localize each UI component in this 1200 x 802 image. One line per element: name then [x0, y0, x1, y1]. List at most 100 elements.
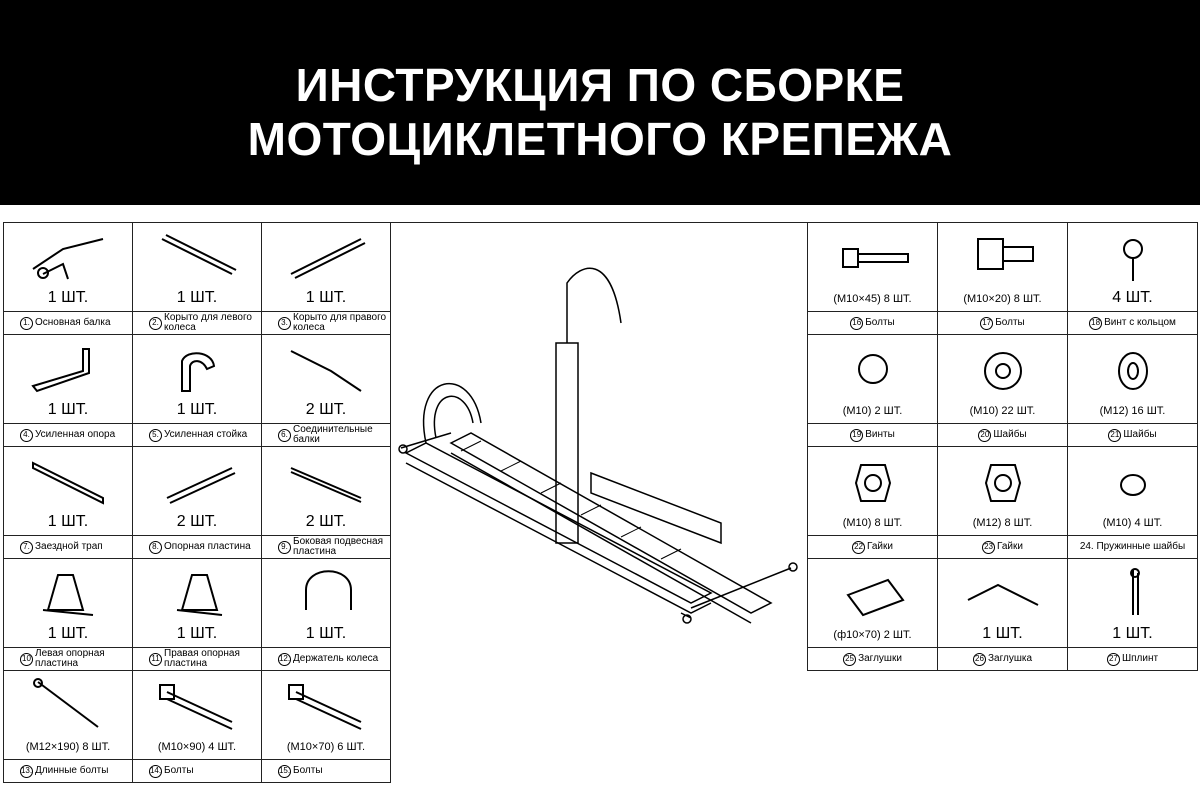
part-quantity: 1 ШТ.	[176, 289, 218, 306]
part-number: 2.	[149, 316, 162, 330]
part-icon	[181, 352, 216, 392]
part-icon	[33, 678, 99, 728]
part-image: 1 ШТ.	[938, 559, 1067, 647]
part-name: 24. Пружинные шайбы	[1079, 541, 1186, 552]
part-icon	[1117, 352, 1148, 390]
part-icon	[32, 238, 104, 280]
part-label: 9.Боковая подвесная пластина	[262, 535, 390, 558]
part-number: 25	[843, 652, 857, 666]
part-number: 1.	[20, 316, 33, 330]
part-icon	[857, 354, 888, 384]
part-number: 8.	[149, 540, 162, 554]
part-name: Корыто для правого колеса	[293, 312, 387, 333]
part-name: Корыто для левого колеса	[164, 312, 252, 333]
part-name: Усиленная стойка	[164, 429, 248, 440]
part-image: (M10×70) 6 ШТ.	[262, 671, 390, 759]
part-quantity: (M10) 4 ШТ.	[1102, 517, 1163, 529]
part-label: 14.Болты	[133, 759, 261, 782]
part-image: (M10) 2 ШТ.	[808, 335, 937, 423]
part-quantity: (M12×190) 8 ШТ.	[25, 741, 111, 753]
part-name: Длинные болты	[35, 765, 109, 776]
part-icon	[159, 684, 233, 730]
part-quantity: 1 ШТ.	[176, 401, 218, 418]
part-image: 1 ШТ.	[4, 559, 132, 647]
part-name: Болты	[293, 765, 323, 776]
part-image: 1 ШТ.	[4, 335, 132, 423]
part-quantity: 2 ШТ.	[176, 513, 218, 530]
part-image: 2 ШТ.	[262, 335, 390, 423]
part-quantity: (M10) 22 ШТ.	[969, 405, 1036, 417]
part-label: 6.Соединительные балки	[262, 423, 390, 446]
part-icon	[166, 467, 236, 504]
part-number: 9.	[278, 540, 291, 554]
part-icon	[290, 350, 362, 392]
part-name: Гайки	[997, 541, 1023, 552]
part-icon	[1119, 474, 1146, 496]
part-name: Болты	[995, 317, 1025, 328]
part-name: Шайбы	[1123, 429, 1157, 440]
part-label: 7.Заездной трап	[4, 535, 132, 558]
part-quantity: 1 ШТ.	[982, 625, 1023, 642]
part-cell: 1 ШТ. 12.Держатель колеса	[262, 559, 391, 671]
part-number: 16	[850, 316, 864, 330]
part-cell: 2 ШТ.9.Боковая подвесная пластина	[262, 447, 391, 559]
part-cell: (M10) 4 ШТ. 24. Пружинные шайбы	[1068, 447, 1198, 559]
part-quantity: (M10×20) 8 ШТ.	[963, 293, 1042, 305]
part-quantity: 1 ШТ.	[305, 625, 347, 642]
part-quantity: 1 ШТ.	[47, 289, 89, 306]
part-label: 13.Длинные болты	[4, 759, 132, 782]
part-label: 3.Корыто для правого колеса	[262, 311, 390, 334]
part-label: 1.Основная балка	[4, 311, 132, 334]
part-name: Винты	[865, 429, 895, 440]
part-label: 24. Пружинные шайбы	[1068, 535, 1197, 558]
part-number: 12.	[278, 652, 291, 666]
part-image: 1 ШТ.	[133, 335, 261, 423]
part-image: 1 ШТ.	[262, 559, 390, 647]
part-image: (M10) 8 ШТ.	[808, 447, 937, 535]
part-number: 4.	[20, 428, 33, 442]
part-label: 12.Держатель колеса	[262, 647, 390, 670]
title-line-2: МОТОЦИКЛЕТНОГО КРЕПЕЖА	[247, 113, 953, 165]
part-icon	[845, 578, 905, 617]
part-icon	[1122, 239, 1143, 281]
part-number: 14.	[149, 764, 162, 778]
part-quantity: 1 ШТ.	[176, 625, 218, 642]
part-icon	[290, 467, 362, 503]
part-icon	[984, 464, 1021, 502]
part-image: (M10) 22 ШТ.	[938, 335, 1067, 423]
part-quantity: 1 ШТ.	[47, 625, 89, 642]
part-icon	[290, 238, 366, 279]
part-image: 2 ШТ.	[262, 447, 390, 535]
part-image: (M12) 8 ШТ.	[938, 447, 1067, 535]
part-name: Заглушка	[987, 653, 1033, 664]
parts-grid-left: 1 ШТ. 1.Основная балка 1 ШТ. 2.Корыто для л…	[3, 222, 391, 783]
part-icon	[31, 348, 90, 393]
part-image: (M12) 16 ШТ.	[1068, 335, 1197, 423]
part-cell: 1 ШТ.5.Усиленная стойка	[133, 335, 262, 447]
part-cell: 2 ШТ. 6.Соединительные балки	[262, 335, 391, 447]
part-icon	[42, 574, 94, 616]
part-number: 21	[1108, 428, 1122, 442]
part-quantity: 2 ШТ.	[305, 401, 347, 418]
part-icon	[161, 234, 237, 275]
part-quantity: (M10×90) 4 ШТ.	[157, 741, 237, 753]
part-number: 10	[20, 652, 33, 666]
part-quantity: 1 ШТ.	[47, 401, 89, 418]
part-name: Заездной трап	[35, 541, 103, 552]
part-quantity: (M10) 8 ШТ.	[842, 517, 903, 529]
part-name: Винт с кольцом	[1104, 317, 1176, 328]
part-image: (M10×45) 8 ШТ.	[808, 223, 937, 311]
